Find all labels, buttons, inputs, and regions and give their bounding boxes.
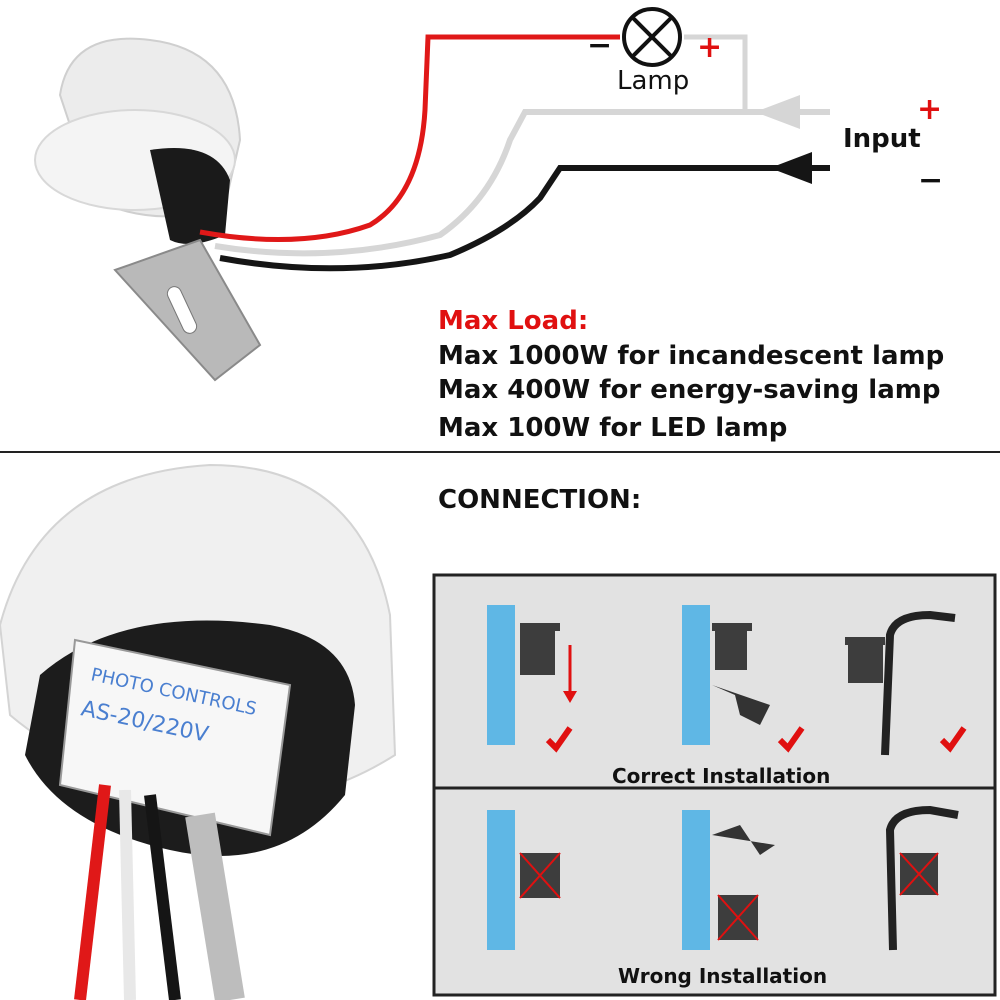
red-wire [199,34,620,243]
wrong-wall-mount-1 [487,810,561,950]
max-load-line-led: Max 100W for LED lamp [438,413,788,443]
connection-title: CONNECTION: [438,485,642,515]
wrong-installation-caption: Wrong Installation [618,964,828,988]
wiring-diagram [0,7,1000,453]
lamp-label: Lamp [617,66,690,96]
correct-wall-mount-1 [487,605,577,753]
lamp-return-wire [684,34,748,112]
correct-pole-mount [845,610,967,756]
max-load-line-incandescent: Max 1000W for incandescent lamp [438,341,945,371]
max-load-line-energy-saving: Max 400W for energy-saving lamp [438,375,941,405]
input-plus-arrow-icon [755,95,800,129]
check-icon [545,726,573,753]
input-plus-sign: + [917,92,943,127]
lamp-symbol-icon [622,7,682,67]
input-label: Input [843,124,921,154]
correct-wall-mount-2 [682,605,805,753]
input-minus-sign: − [918,163,944,198]
check-icon [939,726,967,753]
input-minus-arrow-icon [770,152,812,184]
wrong-wall-mount-2 [682,810,775,950]
correct-installation-caption: Correct Installation [612,764,831,788]
black-wire [219,165,830,272]
check-icon [777,726,805,753]
wrong-pole-mount [885,805,959,951]
white-wire [214,109,830,257]
lamp-minus-sign: − [587,28,613,63]
max-load-title: Max Load: [438,306,589,336]
installation-section: PHOTO CONTROLS AS-20/220V [0,463,997,1000]
photocell-sensor-closeup: PHOTO CONTROLS AS-20/220V [0,463,397,1000]
lamp-plus-sign: + [697,30,723,65]
photocell-sensor-top [34,37,262,382]
